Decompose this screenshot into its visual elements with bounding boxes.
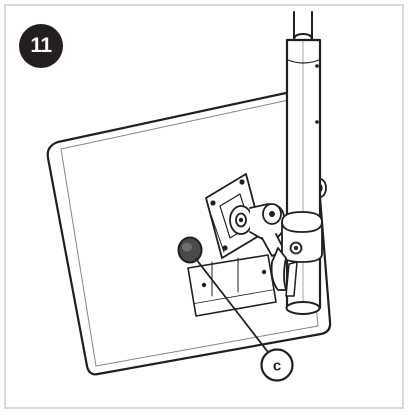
pole-collar — [270, 211, 323, 297]
callout-label: c — [273, 358, 281, 375]
knob-c — [177, 236, 203, 264]
callout-leader-line — [195, 258, 272, 357]
callout-c: c — [260, 348, 294, 382]
support-pole — [285, 11, 322, 315]
step-number-badge: 11 — [19, 24, 63, 68]
mount-bracket — [187, 254, 277, 317]
